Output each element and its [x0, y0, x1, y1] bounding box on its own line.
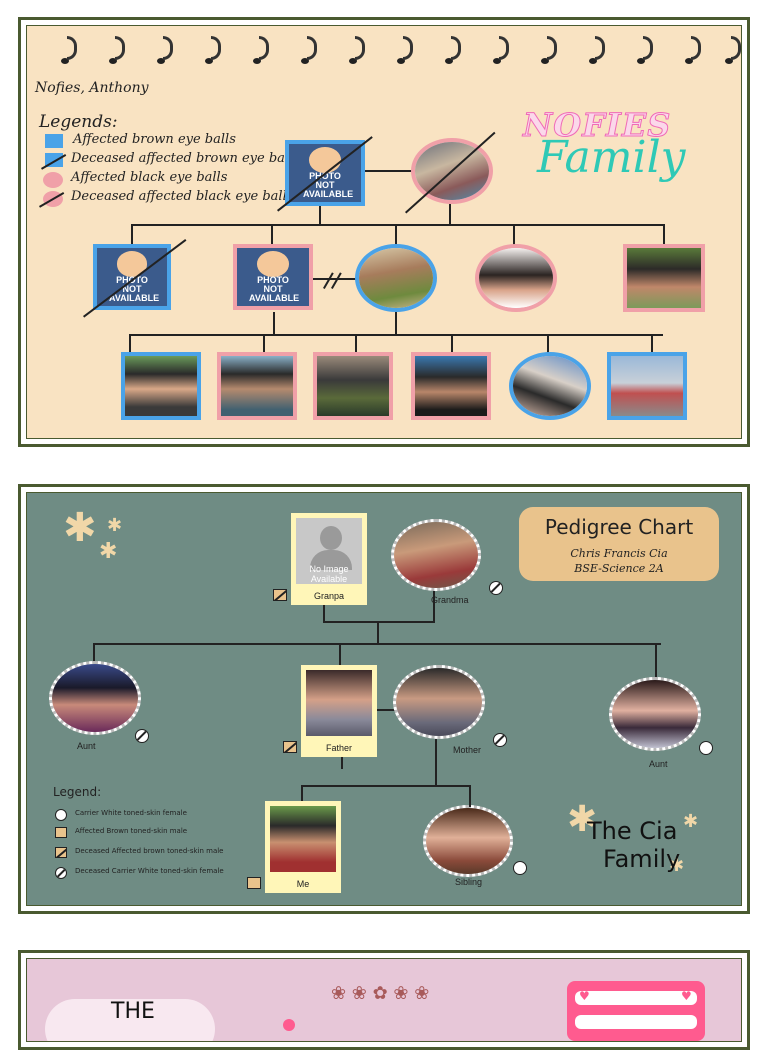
nofies-pedigree-card: Nofies, Anthony Legends: Affected brown … [18, 17, 750, 447]
me-label: Me [296, 879, 310, 889]
carrier-female-icon [513, 861, 527, 875]
father-frame: Father [301, 665, 377, 757]
cia-pedigree-card: ✱ ✱ ✱ Pedigree Chart Chris Francis Cia B… [18, 484, 750, 914]
grandma-label: Grandma [431, 595, 469, 605]
legend-white-circle-icon [55, 809, 67, 821]
child-5-symbol [509, 352, 591, 420]
mother-symbol [393, 665, 485, 739]
asterisk-decoration-icon: ✱ [99, 539, 118, 564]
legend-item-label: Deceased affected brown eye balls [71, 151, 300, 166]
third-title-word: THE [111, 999, 155, 1024]
deceased-affected-male-icon [283, 741, 297, 753]
child-2-symbol [217, 352, 297, 420]
legend-title: Legends: [39, 112, 118, 132]
legend-item-label: Deceased Affected brown toned-skin male [75, 847, 224, 855]
heart-icon: ♥ [579, 989, 590, 1003]
child-3-symbol [313, 352, 393, 420]
legend-box: ♥ ♥ [567, 981, 705, 1041]
carrier-female-icon [699, 741, 713, 755]
grandma-symbol [391, 519, 481, 591]
aunt-left-label: Aunt [77, 741, 96, 751]
child-3-photo [317, 356, 389, 416]
legend-item-label: Deceased Carrier White toned-skin female [75, 867, 224, 875]
chart-title: Pedigree Chart [544, 515, 694, 539]
family-logo-subtitle: Family [537, 132, 686, 183]
legend-item-label: Affected brown eye balls [73, 132, 236, 147]
placeholder-person-icon: PHOTO NOT AVAILABLE [237, 248, 309, 306]
mother-photo [396, 668, 482, 736]
asterisk-decoration-icon: ✱ [63, 505, 97, 551]
legend-pink-circle-icon [43, 172, 63, 188]
legend-title: Legend: [53, 785, 102, 799]
father-label: Father [325, 743, 352, 753]
grandma-photo [394, 522, 478, 588]
child-1-photo [125, 356, 197, 416]
mother-symbol [355, 244, 437, 312]
aunt-left-symbol [49, 661, 141, 735]
me-photo [270, 806, 336, 872]
aunt-left-photo [52, 664, 138, 732]
aunt-symbol [475, 244, 557, 312]
sibling-label: Sibling [455, 877, 483, 887]
legend-item-label: Deceased affected black eye balls [71, 189, 294, 204]
aunt-right-symbol [609, 677, 701, 751]
mother-label: Mother [453, 745, 482, 755]
granpa-frame: No Image Available Granpa [291, 513, 367, 605]
legend-item-label: Carrier White toned-skin female [75, 809, 187, 817]
photo-not-available-text: PHOTO NOT AVAILABLE [303, 170, 354, 199]
aunt-right-photo [612, 680, 698, 748]
father-photo [306, 670, 372, 736]
no-image-text: No Image Available [309, 564, 349, 584]
child-2-photo [221, 356, 293, 416]
sibling-symbol [423, 805, 513, 877]
person-silhouette-icon [320, 526, 342, 550]
third-pedigree-card: THE ❀ ❀ ✿ ❀ ❀ ♥ ♥ [18, 950, 750, 1050]
uncle-photo [627, 248, 701, 308]
mother-photo [359, 248, 433, 308]
family-title-line1: The Cia [587, 817, 678, 845]
uncle-symbol [623, 244, 705, 312]
father-symbol: PHOTO NOT AVAILABLE [233, 244, 313, 310]
family-title-line2: Family [603, 845, 681, 873]
legend-white-circle-slashed-icon [55, 867, 67, 879]
marriage-line [377, 709, 395, 711]
sibling-photo [426, 808, 510, 874]
author-name: Nofies, Anthony [35, 80, 149, 96]
legend-item-label: Affected black eye balls [71, 170, 228, 185]
child-6-symbol [607, 352, 687, 420]
family-logo-title: NOFIES [522, 106, 672, 145]
student-course: BSE-Science 2A [574, 562, 664, 575]
deceased-carrier-female-icon [493, 733, 507, 747]
asterisk-decoration-icon: ✱ [567, 799, 598, 840]
legend-blue-square-icon [45, 134, 63, 148]
accent-shape [283, 1019, 295, 1031]
me-frame: Me [265, 801, 341, 893]
legend-brown-square-icon [55, 827, 67, 838]
child-4-photo [415, 356, 487, 416]
photo-not-available-text: PHOTO NOT AVAILABLE [249, 274, 300, 303]
asterisk-decoration-icon: ✱ [669, 855, 685, 876]
legend-item-label: Affected Brown toned-skin male [75, 827, 188, 835]
heart-icon: ♥ [681, 989, 692, 1003]
asterisk-decoration-icon: ✱ [683, 811, 699, 832]
title-box: Pedigree Chart Chris Francis Cia BSE-Sci… [519, 507, 719, 581]
legend-brown-square-slashed-icon [55, 847, 67, 858]
deceased-affected-male-icon [273, 589, 287, 601]
child-4-symbol [411, 352, 491, 420]
child-5-photo [513, 356, 587, 416]
student-name: Chris Francis Cia [570, 547, 668, 560]
affected-male-icon [247, 877, 261, 889]
child-1-symbol [121, 352, 201, 420]
spiral-binding [53, 32, 741, 66]
deceased-carrier-female-icon [135, 729, 149, 743]
marriage-line [363, 170, 413, 172]
deceased-carrier-female-icon [489, 581, 503, 595]
granpa-label: Granpa [313, 591, 345, 601]
aunt-right-label: Aunt [649, 759, 668, 769]
child-6-photo [611, 356, 683, 416]
aunt-photo [479, 248, 553, 308]
flower-decoration-icon: ❀ ❀ ✿ ❀ ❀ [331, 983, 430, 1004]
asterisk-decoration-icon: ✱ [107, 515, 123, 536]
no-image-placeholder: No Image Available [296, 518, 362, 584]
